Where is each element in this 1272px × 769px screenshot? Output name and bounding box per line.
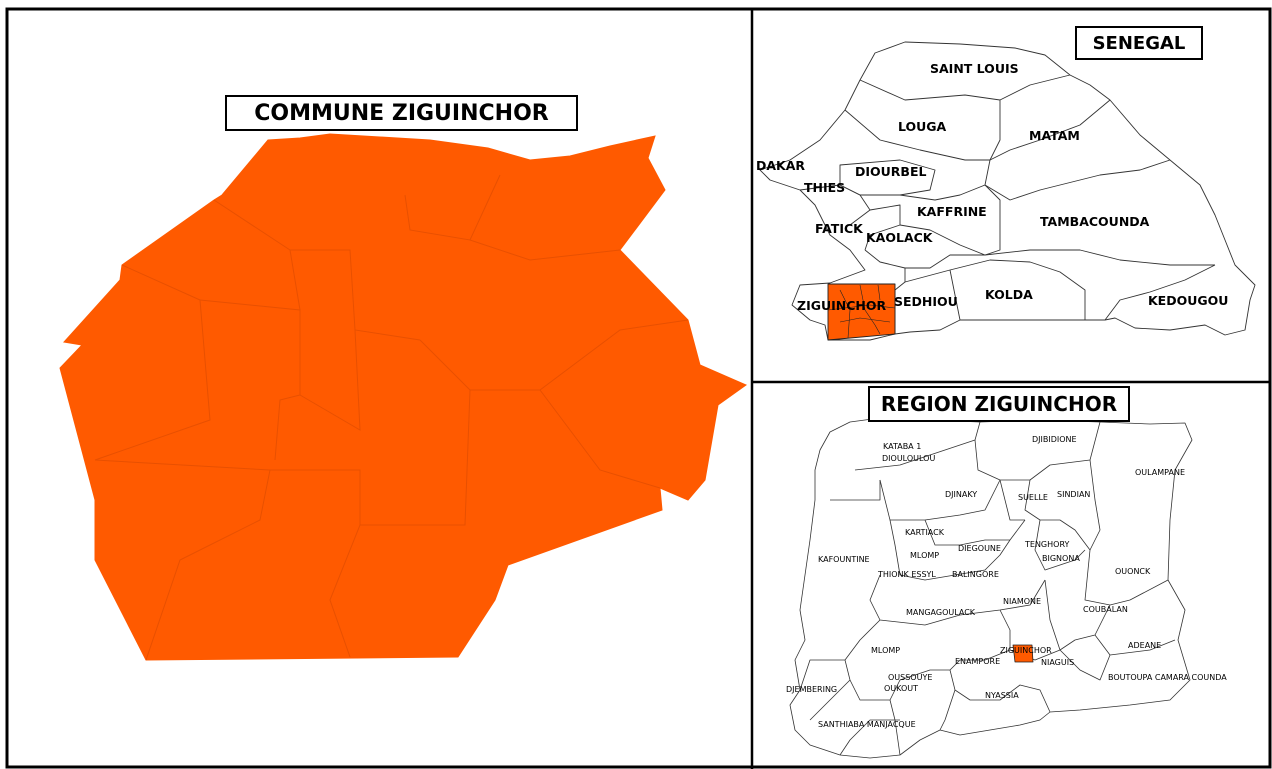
label-djembering: DJEMBERING: [786, 685, 837, 694]
label-ziguinchor: ZIGUINCHOR: [797, 298, 886, 313]
label-adeane: ADEANE: [1128, 641, 1161, 650]
senegal-ziguinchor-inner-lines: [827, 284, 896, 339]
commune-title: COMMUNE ZIGUINCHOR: [225, 95, 578, 131]
senegal-title: SENEGAL: [1075, 26, 1203, 60]
label-sindian: SINDIAN: [1057, 490, 1090, 499]
label-matam: MATAM: [1029, 128, 1080, 143]
label-oulampane: OULAMPANE: [1135, 468, 1185, 477]
senegal-outline: [759, 41, 1256, 341]
senegal-map: [759, 41, 1256, 341]
label-ouonck: OUONCK: [1115, 567, 1151, 576]
label-thies: THIES: [804, 180, 845, 195]
label-kaffrine: KAFFRINE: [917, 204, 987, 219]
label-mlomp-north: MLOMP: [910, 551, 939, 560]
label-tenghory: TENGHORY: [1024, 540, 1069, 549]
label-sedhiou: SEDHIOU: [894, 294, 958, 309]
label-diegoune: DIEGOUNE: [958, 544, 1001, 553]
label-dakar: DAKAR: [756, 158, 805, 173]
label-thionk-essyl: THIONK ESSYL: [877, 570, 936, 579]
label-nyassia: NYASSIA: [985, 691, 1019, 700]
label-djibidione: DJIBIDIONE: [1032, 435, 1077, 444]
commune-quarter-boundaries: [94, 174, 689, 661]
label-diourbel: DIOURBEL: [855, 164, 926, 179]
label-djinaky: DJINAKY: [945, 490, 977, 499]
senegal-ziguinchor-highlight: [827, 283, 896, 341]
label-niaguis: NIAGUIS: [1041, 658, 1074, 667]
label-diouloulou: DIOULOULOU: [882, 454, 935, 463]
region-title: REGION ZIGUINCHOR: [868, 386, 1130, 422]
region-ziguinchor-highlight: [1012, 644, 1034, 663]
label-santhiaba-manjacque: SANTHIABA MANJACQUE: [818, 720, 916, 729]
label-ziguinchor-commune: ZIGUINCHOR: [1000, 646, 1052, 655]
outer-frame: [5, 7, 1272, 769]
label-bignona: BIGNONA: [1042, 554, 1080, 563]
label-balingore: BALINGORE: [952, 570, 999, 579]
label-kartiack: KARTIACK: [905, 528, 945, 537]
label-boutoupa-camara-counda: BOUTOUPA CAMARA COUNDA: [1108, 673, 1227, 682]
label-fatick: FATICK: [815, 221, 864, 236]
label-mlomp-south: MLOMP: [871, 646, 900, 655]
label-niamone: NIAMONE: [1003, 597, 1041, 606]
label-oussouye: OUSSOUYE: [888, 673, 932, 682]
label-enampore: ENAMPORE: [955, 657, 1000, 666]
label-louga: LOUGA: [898, 119, 947, 134]
region-outline: [789, 417, 1193, 759]
label-oukout: OUKOUT: [884, 684, 918, 693]
commune-ziguinchor-shape: [59, 133, 748, 661]
label-kolda: KOLDA: [985, 287, 1033, 302]
label-saint-louis: SAINT LOUIS: [930, 61, 1019, 76]
region-map: [789, 417, 1193, 759]
commune-map: [59, 133, 748, 661]
region-labels: KATABA 1 DJIBIDIONE DIOULOULOU OULAMPANE…: [786, 435, 1227, 729]
label-kataba-1: KATABA 1: [883, 442, 921, 451]
label-tambacounda: TAMBACOUNDA: [1040, 214, 1150, 229]
label-coubalan: COUBALAN: [1083, 605, 1128, 614]
label-kafountine: KAFOUNTINE: [818, 555, 870, 564]
label-kedougou: KEDOUGOU: [1148, 293, 1228, 308]
label-mangagoulack: MANGAGOULACK: [906, 608, 976, 617]
label-suelle: SUELLE: [1018, 493, 1048, 502]
label-kaolack: KAOLACK: [866, 230, 934, 245]
senegal-labels: SAINT LOUIS LOUGA MATAM DAKAR DIOURBEL T…: [756, 61, 1228, 313]
